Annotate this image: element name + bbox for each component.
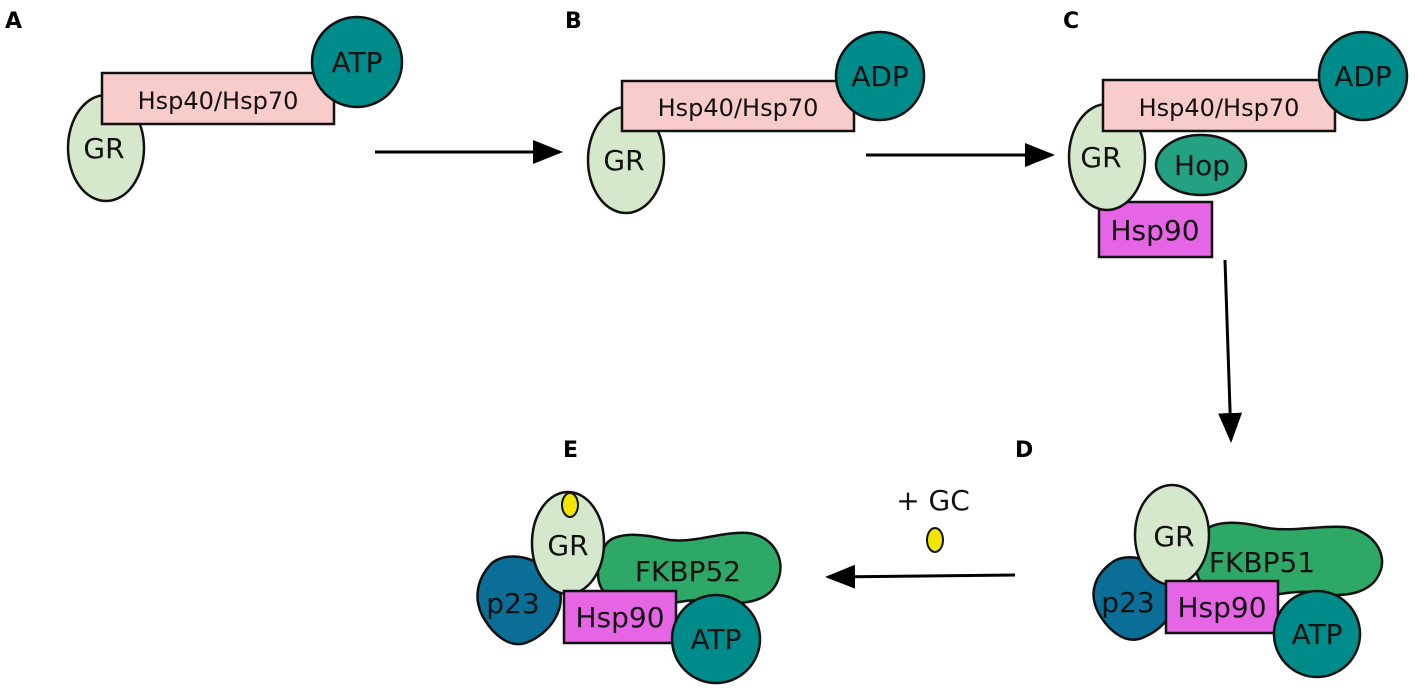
panel-e-fkbp-text: FKBP52 <box>635 555 741 588</box>
panel-a-atp-circle <box>310 15 404 109</box>
panel-b-label: B <box>565 9 582 34</box>
panel-e-bound-ligand-icon <box>561 492 579 518</box>
panel-e-atp-circle <box>670 593 762 685</box>
panel-b-adp-circle <box>834 30 926 122</box>
panel-b-adp-text: ADP <box>851 60 909 93</box>
panel-c-gr-text: GR <box>1080 141 1121 174</box>
panel-c-hsp70-text: Hsp40/Hsp70 <box>1139 94 1300 122</box>
panel-c-adp-circle <box>1317 30 1409 122</box>
panel-e: E FKBP52 p23 GR Hsp90 ATP <box>476 438 782 685</box>
ligand-label: + GC <box>896 484 970 517</box>
panel-c-hsp90-box <box>1097 200 1214 259</box>
panel-d-fkbp-shape <box>1194 521 1384 600</box>
panel-e-p23-text: p23 <box>486 587 539 620</box>
panel-d: D FKBP51 p23 GR Hsp90 ATP <box>1015 438 1384 679</box>
panel-e-fkbp-shape <box>596 531 782 608</box>
panel-d-atp-text: ATP <box>1292 618 1343 651</box>
arrow-d-to-e <box>825 564 1016 589</box>
panel-e-label: E <box>563 438 578 463</box>
panel-c-label: C <box>1063 9 1079 34</box>
panel-d-hsp90-text: Hsp90 <box>1177 591 1266 624</box>
panel-c: C Hsp90 GR Hsp40/Hsp70 ADP Hop <box>1063 9 1409 259</box>
panel-e-hsp90-text: Hsp90 <box>575 601 664 634</box>
arrow-c-to-d <box>1218 259 1243 443</box>
panel-b-gr-text: GR <box>603 144 644 177</box>
panel-d-p23-text: p23 <box>1101 586 1154 619</box>
panel-b: B GR Hsp40/Hsp70 ADP <box>565 9 926 215</box>
panel-e-atp-text: ATP <box>691 623 742 656</box>
panel-c-hop-text: Hop <box>1174 149 1230 182</box>
ligand-glucocorticoid-icon <box>926 527 944 553</box>
panel-d-gr-text: GR <box>1153 520 1194 553</box>
panel-a: A GR Hsp40/Hsp70 ATP <box>5 9 404 203</box>
panel-c-adp-text: ADP <box>1334 60 1392 93</box>
panel-e-gr-text: GR <box>547 529 588 562</box>
panel-c-hsp90-text: Hsp90 <box>1110 214 1199 247</box>
panel-b-hsp70-box <box>620 79 856 133</box>
panel-e-hsp90-box <box>562 589 678 645</box>
panel-a-label: A <box>5 9 22 34</box>
ligand-annotation: + GC <box>896 484 970 553</box>
panel-d-atp-circle <box>1272 589 1362 679</box>
panel-a-hsp70-box <box>100 71 336 126</box>
panel-a-hsp70-text: Hsp40/Hsp70 <box>138 87 299 115</box>
panel-c-hop-ellipse <box>1154 133 1248 197</box>
panel-d-hsp90-box <box>1164 579 1280 635</box>
panel-a-gr-text: GR <box>83 132 124 165</box>
panel-d-label: D <box>1015 438 1033 463</box>
panel-b-hsp70-text: Hsp40/Hsp70 <box>658 94 819 122</box>
panel-a-atp-text: ATP <box>332 46 383 79</box>
panel-d-fkbp-text: FKBP51 <box>1209 546 1315 579</box>
